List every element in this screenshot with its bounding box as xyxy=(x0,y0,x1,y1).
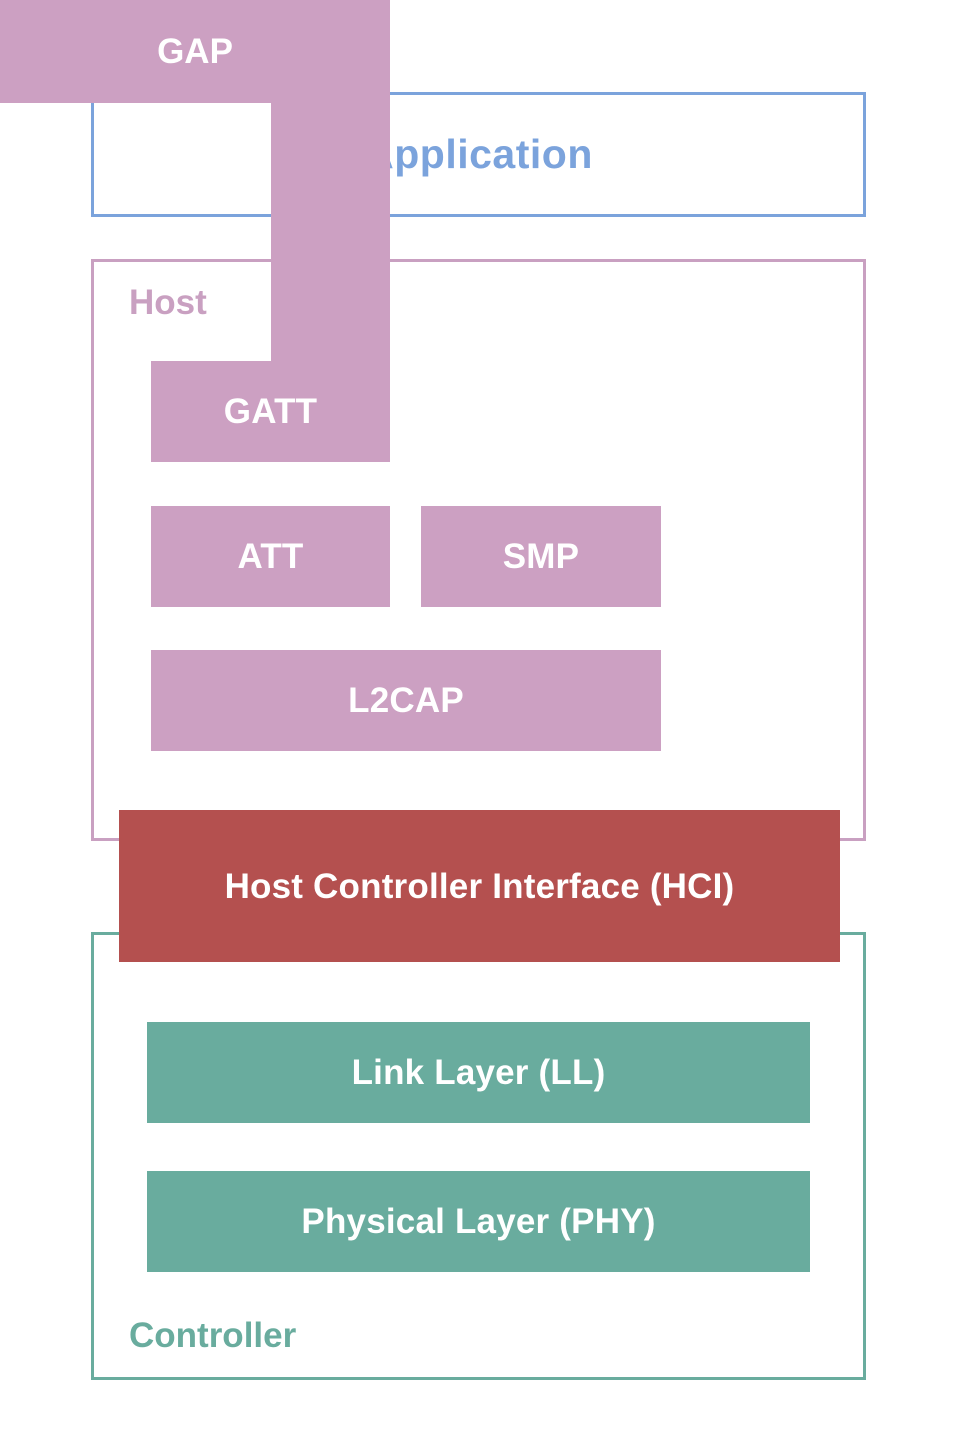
application-layer-box xyxy=(91,92,866,217)
gap-block-column-segment xyxy=(271,95,390,390)
host-controller-interface-block: Host Controller Interface (HCI) xyxy=(119,810,840,962)
application-layer-label: Application xyxy=(364,131,593,177)
gap-block-top-segment xyxy=(0,0,390,103)
att-block: ATT xyxy=(151,506,390,607)
controller-group-box xyxy=(91,932,866,1380)
controller-group-label: Controller xyxy=(129,1316,297,1355)
gap-block: GAP xyxy=(0,0,390,390)
gatt-block: GATT xyxy=(151,361,390,462)
host-group-label: Host xyxy=(129,283,207,322)
smp-block: SMP xyxy=(421,506,661,607)
link-layer-block: Link Layer (LL) xyxy=(147,1022,810,1123)
gap-block-label: GAP xyxy=(157,32,233,71)
l2cap-block: L2CAP xyxy=(151,650,661,751)
physical-layer-block: Physical Layer (PHY) xyxy=(147,1171,810,1272)
